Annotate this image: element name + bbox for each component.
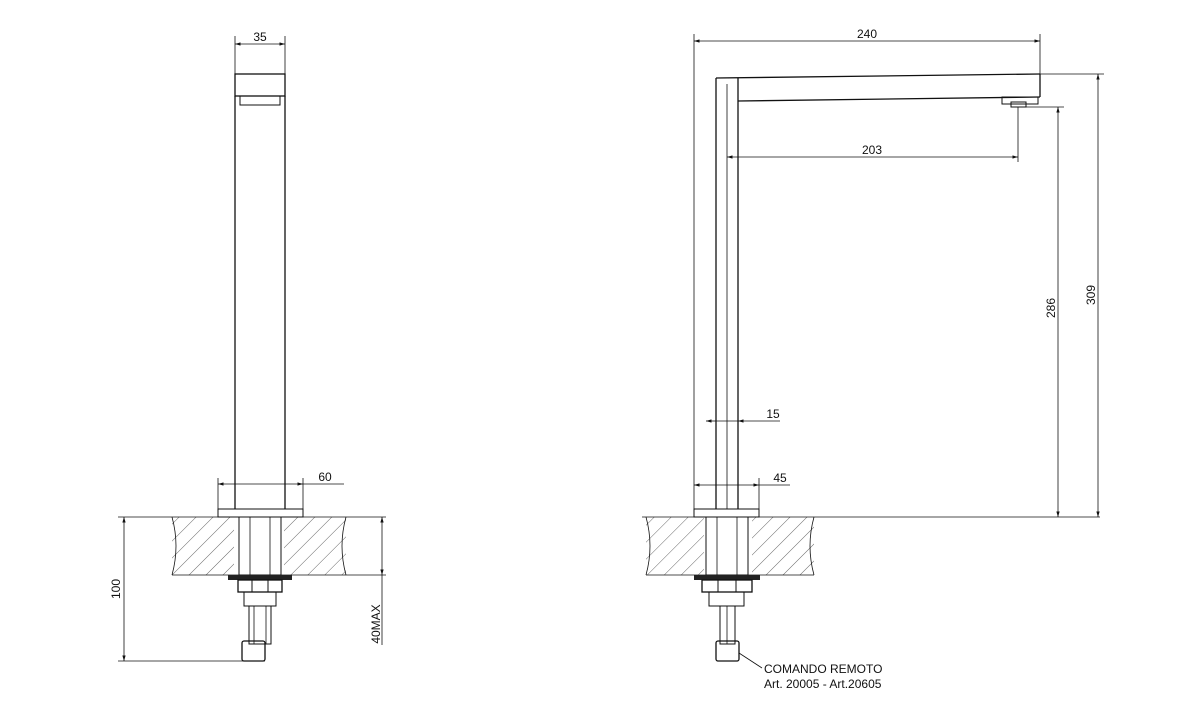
note-line-1: COMANDO REMOTO	[764, 662, 882, 676]
side-spout	[693, 73, 1041, 518]
side-shank	[694, 516, 760, 662]
dim-spout-width: 35	[234, 30, 286, 74]
dim-label-40max: 40MAX	[369, 604, 383, 643]
front-spout	[217, 73, 304, 518]
dim-label-309: 309	[1084, 285, 1098, 305]
dim-base-width: 60	[217, 470, 344, 509]
dim-label-15: 15	[766, 407, 780, 421]
dim-outlet-reach: 203	[727, 107, 1019, 162]
note-line-2: Art. 20005 - Art.20605	[764, 677, 882, 691]
front-shank	[228, 516, 292, 662]
front-view: 35 60 100 40MAX	[109, 30, 386, 662]
front-countertop	[118, 516, 386, 576]
side-countertop	[642, 516, 1100, 576]
dim-spout-reach: 240	[693, 27, 1041, 509]
dim-outlet-height: 286	[1026, 106, 1064, 517]
dim-label-286: 286	[1044, 298, 1058, 318]
dim-label-203: 203	[862, 143, 882, 157]
dim-label-100: 100	[109, 579, 123, 599]
dim-total-height: 309	[1040, 73, 1104, 517]
dim-below-deck: 100	[109, 517, 265, 662]
dim-label-45: 45	[773, 471, 787, 485]
dim-label-35: 35	[253, 30, 267, 44]
remote-control-note: COMANDO REMOTO Art. 20005 - Art.20605	[738, 652, 882, 691]
dim-label-60: 60	[318, 470, 332, 484]
dim-label-240: 240	[857, 27, 877, 41]
dim-deck-max: 40MAX	[346, 517, 386, 645]
dim-base-depth: 45	[694, 471, 790, 509]
dim-column-width: 15	[706, 407, 780, 423]
side-view: 240 203 286 309 15	[642, 27, 1104, 691]
